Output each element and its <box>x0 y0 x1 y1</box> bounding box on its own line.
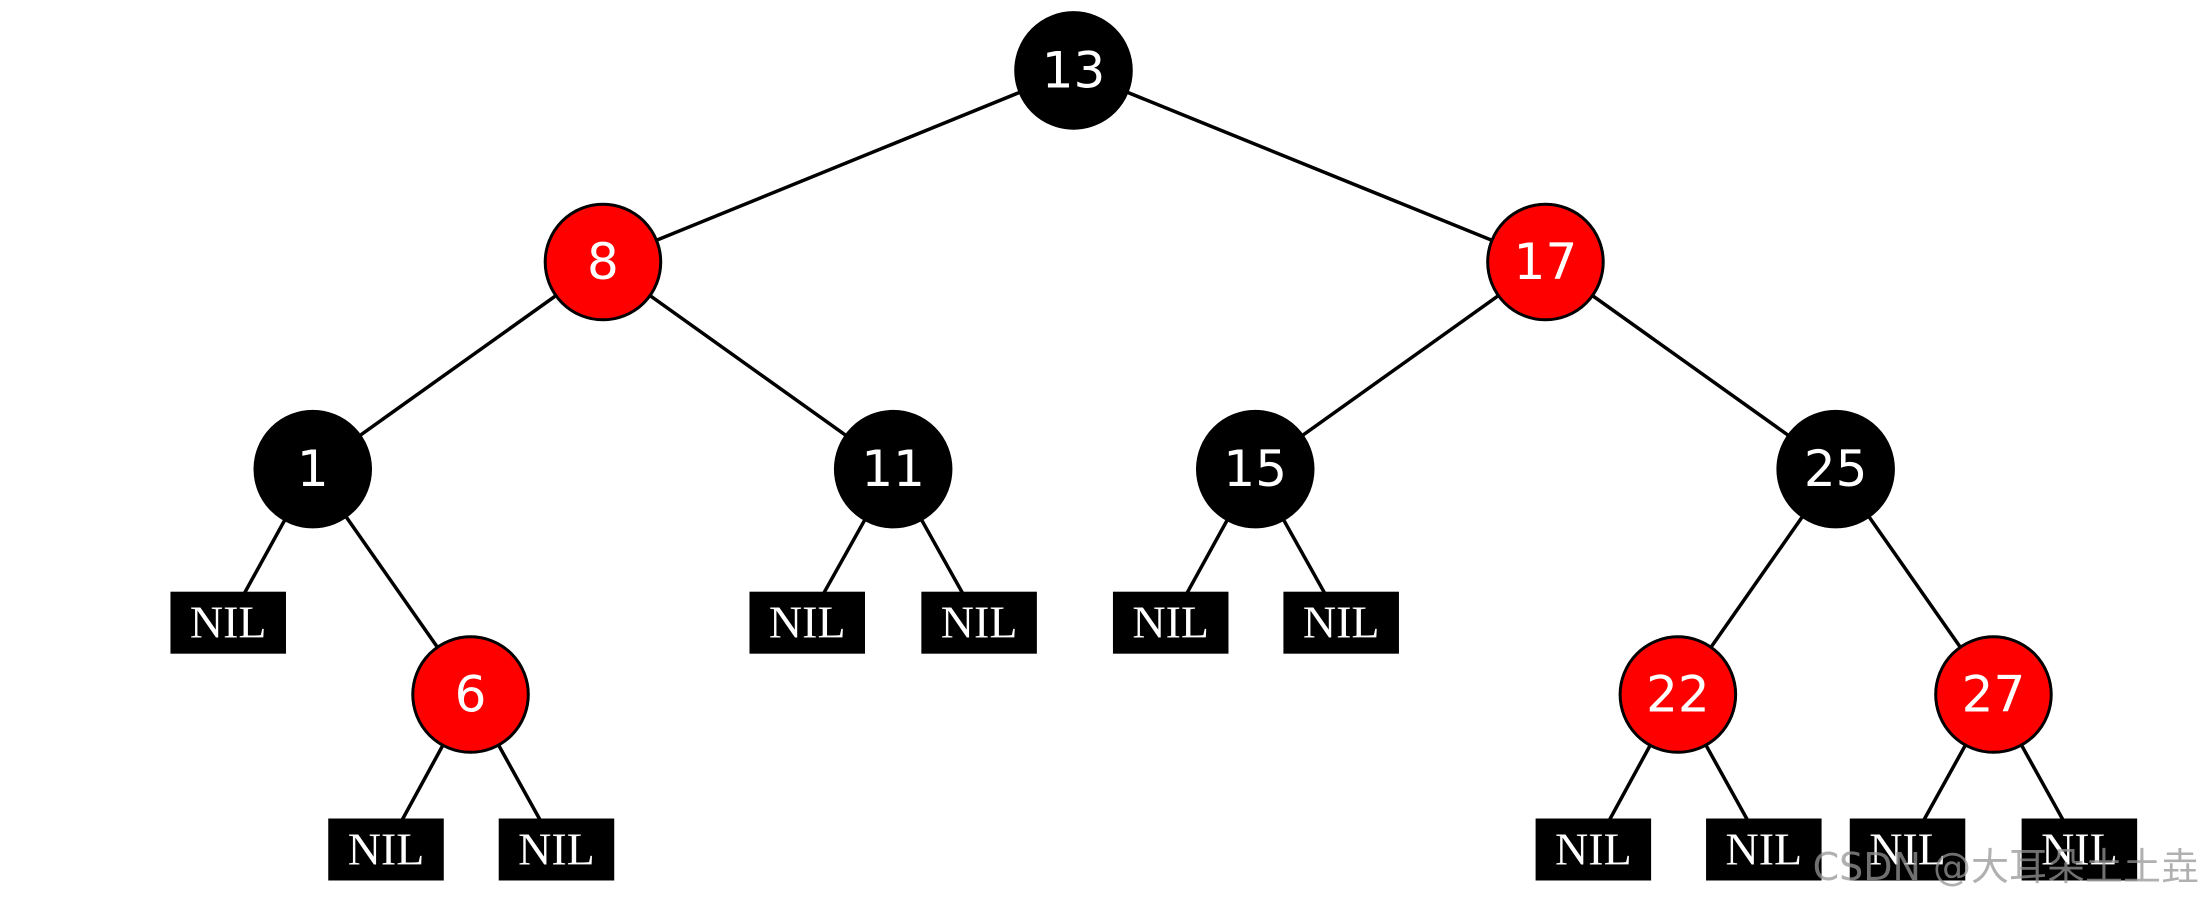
watermark: CSDN @大耳朵土土垚 <box>1812 845 2199 889</box>
tree-node-8: 8 <box>543 202 663 322</box>
tree-node-6: 6 <box>411 635 530 754</box>
nil-box <box>2021 818 2138 881</box>
node-label: 17 <box>1514 233 1578 291</box>
node-circle <box>411 635 530 754</box>
nil-box <box>498 818 615 881</box>
tree-edge <box>601 260 895 471</box>
nil-box <box>1706 818 1822 881</box>
nil-leaf: NIL <box>1535 818 1652 881</box>
node-label: 1 <box>297 440 329 498</box>
node-circle <box>1486 202 1605 322</box>
node-label: 6 <box>455 666 487 724</box>
node-circle <box>833 409 953 529</box>
node-circle <box>1014 11 1133 130</box>
nil-leaf: NIL <box>1706 818 1822 881</box>
tree-node-11: 11 <box>833 409 953 529</box>
nil-box <box>1112 591 1229 654</box>
nil-box <box>328 818 444 881</box>
nil-box <box>921 591 1037 654</box>
tree-edge <box>602 68 1075 264</box>
nil-label: NIL <box>1725 824 1802 875</box>
nil-box <box>170 591 286 654</box>
node-circle <box>1934 635 2053 754</box>
node-label: 25 <box>1804 440 1868 498</box>
node-circle <box>1618 635 1738 754</box>
nil-box <box>1849 818 1966 881</box>
nil-box <box>749 591 866 654</box>
nil-leaf: NIL <box>1849 818 1966 881</box>
tree-node-22: 22 <box>1618 635 1738 754</box>
tree-edge <box>1072 68 1547 264</box>
node-circle <box>543 202 663 322</box>
tree-node-25: 25 <box>1776 409 1895 529</box>
nil-leaf: NIL <box>170 591 286 654</box>
tree-edge <box>1254 260 1547 471</box>
node-label: 22 <box>1646 666 1710 724</box>
tree-node-17: 17 <box>1486 202 1605 322</box>
nil-label: NIL <box>518 824 595 875</box>
nil-leaf: NIL <box>749 591 866 654</box>
nil-label: NIL <box>1869 824 1946 875</box>
nil-label: NIL <box>2041 824 2118 875</box>
nil-label: NIL <box>1303 597 1380 648</box>
nil-leaf: NIL <box>498 818 615 881</box>
nil-label: NIL <box>1555 824 1632 875</box>
nil-label: NIL <box>769 597 846 648</box>
node-label: 13 <box>1042 41 1106 99</box>
nil-label: NIL <box>190 597 267 648</box>
nil-leaf: NIL <box>328 818 444 881</box>
node-circle <box>253 409 373 529</box>
node-label: 15 <box>1223 440 1287 498</box>
tree-node-15: 15 <box>1195 409 1315 529</box>
node-label: 8 <box>587 233 619 291</box>
nil-label: NIL <box>348 824 425 875</box>
tree-edge <box>311 260 604 471</box>
node-circle <box>1195 409 1315 529</box>
node-label: 11 <box>861 440 925 498</box>
nil-leaf: NIL <box>921 591 1037 654</box>
nil-leaf: NIL <box>2021 818 2138 881</box>
tree-node-13: 13 <box>1014 11 1133 130</box>
tree-node-27: 27 <box>1934 635 2053 754</box>
tree-node-1: 1 <box>253 409 373 529</box>
nil-label: NIL <box>1132 597 1209 648</box>
tree-edge <box>1544 260 1837 471</box>
nil-box <box>1535 818 1652 881</box>
nil-box <box>1283 591 1399 654</box>
nil-leaf: NIL <box>1283 591 1399 654</box>
node-label: 27 <box>1962 666 2026 724</box>
nil-leaf: NIL <box>1112 591 1229 654</box>
nil-label: NIL <box>941 597 1018 648</box>
node-circle <box>1776 409 1895 529</box>
